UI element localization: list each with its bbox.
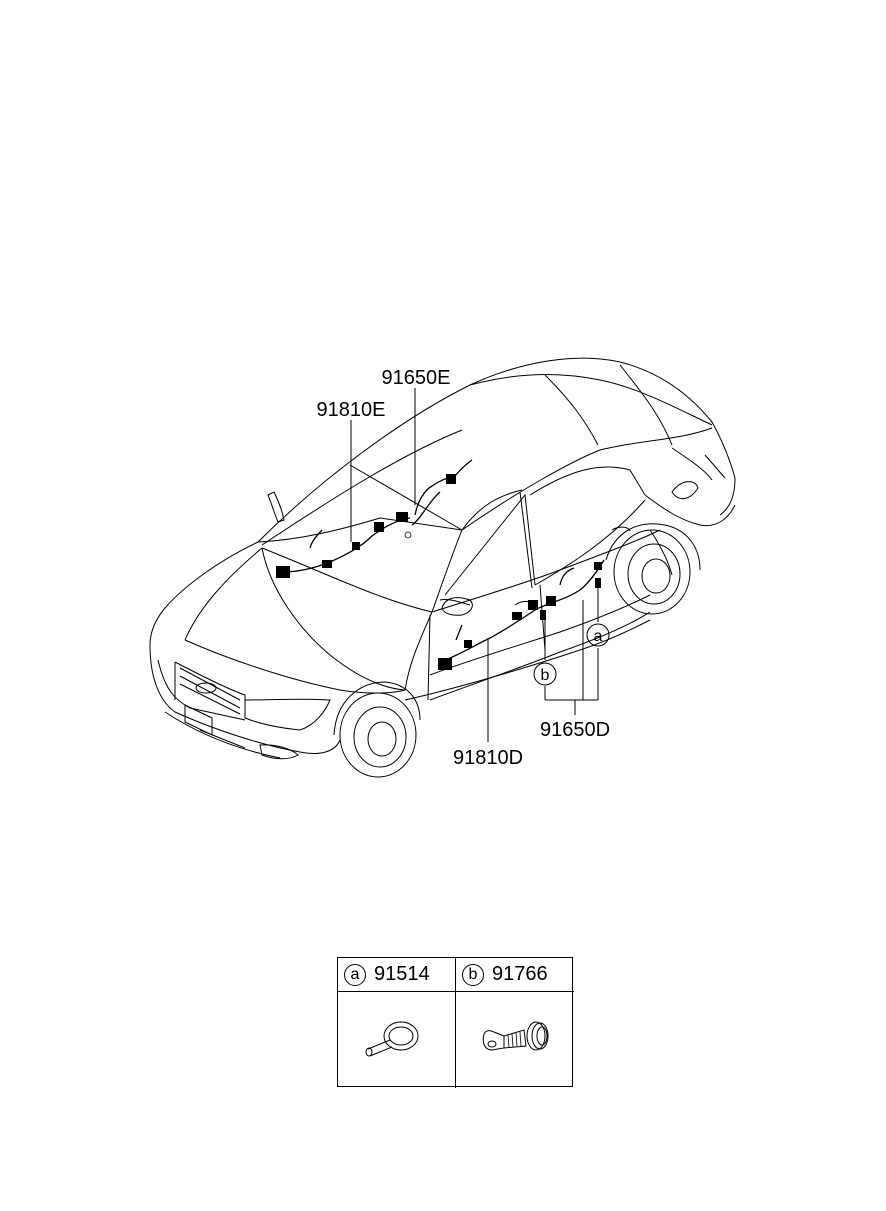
legend-header-a: a 91514 <box>338 958 456 992</box>
marker-a: a <box>586 623 610 647</box>
callout-91810E: 91810E <box>317 399 386 421</box>
legend-header-b: b 91766 <box>456 958 574 992</box>
callout-91650E: 91650E <box>382 367 451 389</box>
callout-91650D: 91650D <box>540 719 610 741</box>
harness-rear-door <box>438 559 605 670</box>
legend-letter-b: b <box>462 963 484 986</box>
parts-legend-table: a 91514 b 91766 <box>337 957 574 1088</box>
legend-image-b <box>456 992 574 1088</box>
callout-91810D: 91810D <box>453 747 523 769</box>
legend-letter-a: a <box>344 963 366 986</box>
marker-b: b <box>533 662 557 686</box>
car-body <box>149 357 736 778</box>
legend-part-number-a: 91514 <box>374 963 430 985</box>
legend-image-a <box>338 992 456 1088</box>
plug-grommet-icon <box>482 1021 549 1051</box>
legend-part-number-b: 91766 <box>492 963 548 985</box>
grommet-icon <box>365 1021 419 1057</box>
leader-lines <box>350 388 599 742</box>
marker-b-label: b <box>541 667 550 684</box>
marker-a-label: a <box>594 628 603 645</box>
harness-front-door <box>276 459 473 578</box>
